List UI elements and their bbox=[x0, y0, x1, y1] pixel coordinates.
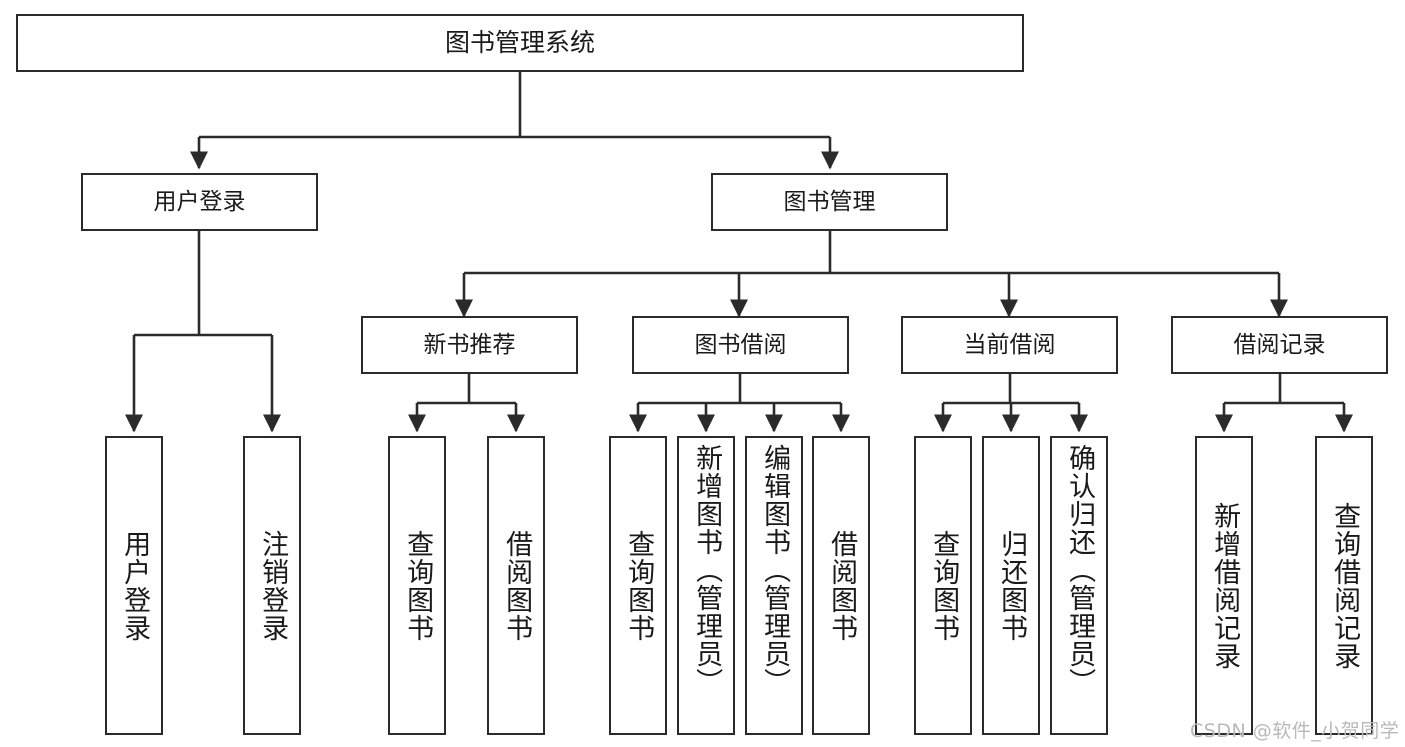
node-label: 用户登录 bbox=[153, 188, 246, 215]
leaf-new-book-borrow-book[interactable]: 借阅图书 bbox=[487, 436, 545, 735]
node-current-borrow[interactable]: 当前借阅 bbox=[901, 316, 1118, 374]
node-user-login[interactable]: 用户登录 bbox=[81, 173, 318, 231]
leaf-borrow-record-add-record[interactable]: 新增借阅记录 bbox=[1195, 436, 1253, 735]
leaf-book-borrow-edit-book-admin[interactable]: 编辑图书（管理员） bbox=[745, 436, 803, 735]
node-label: 用户登录 bbox=[119, 529, 151, 642]
node-label: 确认归还（管理员） bbox=[1064, 444, 1096, 696]
leaf-new-book-query-book[interactable]: 查询图书 bbox=[388, 436, 446, 735]
node-label: 归还图书 bbox=[996, 529, 1028, 642]
node-label: 图书管理 bbox=[783, 188, 876, 215]
node-root-book-management-system[interactable]: 图书管理系统 bbox=[16, 14, 1024, 72]
node-label: 注销登录 bbox=[257, 529, 289, 642]
leaf-user-login-logout[interactable]: 注销登录 bbox=[243, 436, 301, 735]
leaf-user-login-login[interactable]: 用户登录 bbox=[105, 436, 163, 735]
node-label: 新书推荐 bbox=[423, 331, 516, 358]
node-label: 图书管理系统 bbox=[444, 27, 595, 57]
node-label: 图书借阅 bbox=[694, 331, 787, 358]
leaf-book-borrow-add-book-admin[interactable]: 新增图书（管理员） bbox=[677, 436, 735, 735]
node-label: 查询借阅记录 bbox=[1329, 501, 1361, 670]
leaf-book-borrow-query-book[interactable]: 查询图书 bbox=[609, 436, 667, 735]
leaf-current-borrow-confirm-return-admin[interactable]: 确认归还（管理员） bbox=[1050, 436, 1108, 735]
watermark-text: CSDN @软件_小贺同学 bbox=[1190, 720, 1400, 742]
leaf-book-borrow-borrow-book[interactable]: 借阅图书 bbox=[812, 436, 870, 735]
leaf-borrow-record-query-record[interactable]: 查询借阅记录 bbox=[1315, 436, 1373, 735]
leaf-current-borrow-return-book[interactable]: 归还图书 bbox=[982, 436, 1040, 735]
node-book-borrow[interactable]: 图书借阅 bbox=[632, 316, 849, 374]
node-label: 当前借阅 bbox=[963, 331, 1056, 358]
node-label: 查询图书 bbox=[402, 529, 434, 642]
csdn-watermark: CSDN @软件_小贺同学 bbox=[1190, 716, 1399, 743]
node-label: 新增图书（管理员） bbox=[691, 444, 723, 696]
node-borrow-record[interactable]: 借阅记录 bbox=[1171, 316, 1388, 374]
node-new-book-recommend[interactable]: 新书推荐 bbox=[361, 316, 578, 374]
node-label: 查询图书 bbox=[623, 529, 655, 642]
node-label: 借阅图书 bbox=[826, 529, 858, 642]
leaf-current-borrow-query-book[interactable]: 查询图书 bbox=[914, 436, 972, 735]
node-label: 编辑图书（管理员） bbox=[759, 444, 791, 696]
node-label: 新增借阅记录 bbox=[1209, 501, 1241, 670]
node-label: 查询图书 bbox=[928, 529, 960, 642]
node-label: 借阅记录 bbox=[1233, 331, 1326, 358]
node-book-management[interactable]: 图书管理 bbox=[711, 173, 948, 231]
node-label: 借阅图书 bbox=[501, 529, 533, 642]
